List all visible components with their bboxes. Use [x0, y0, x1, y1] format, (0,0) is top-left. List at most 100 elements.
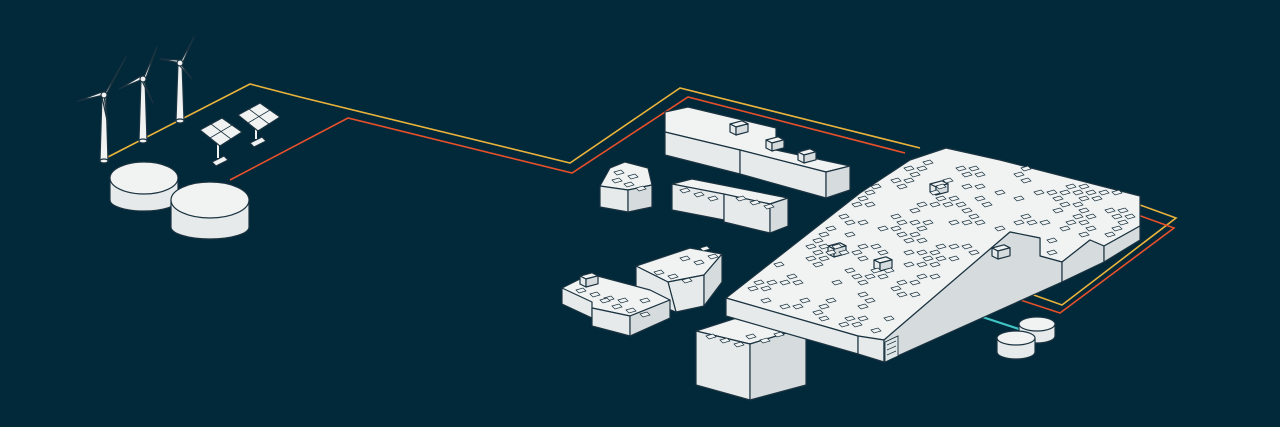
solar-panel	[909, 207, 921, 214]
solar-panel	[1111, 225, 1123, 232]
solar-panel	[681, 277, 693, 284]
solar-panel	[948, 255, 960, 262]
solar-tracker	[199, 117, 243, 167]
hvac-unit	[729, 120, 749, 136]
solar-panel	[857, 315, 869, 322]
rooftop-solar-panels	[747, 159, 1136, 334]
biogas-digester	[170, 181, 250, 240]
solar-panel	[805, 255, 817, 262]
solar-panel	[877, 249, 889, 256]
solar-panel	[994, 189, 1006, 196]
solar-panel	[1117, 219, 1129, 226]
solar-panel	[961, 183, 973, 190]
small-building	[599, 161, 653, 213]
solar-panel	[844, 315, 856, 322]
solar-panel	[864, 273, 876, 280]
solar-panel	[877, 273, 889, 280]
solar-panel	[766, 279, 778, 286]
solar-panel	[1013, 219, 1025, 226]
solar-panel	[831, 243, 843, 250]
storage-tank	[996, 330, 1036, 360]
solar-panel	[883, 267, 895, 274]
solar-panel	[896, 291, 908, 298]
solar-panel	[825, 249, 837, 256]
solar-panel	[818, 255, 830, 262]
solar-panel	[870, 267, 882, 274]
solar-panel	[981, 201, 993, 208]
solar-panel	[916, 261, 928, 268]
solar-panel	[699, 245, 711, 252]
solar-panel	[1046, 237, 1058, 244]
solar-panel	[909, 231, 921, 238]
solar-panel	[1046, 189, 1058, 196]
solar-panel	[903, 261, 915, 268]
solar-panel	[870, 183, 882, 190]
solar-panel	[707, 253, 719, 260]
solar-panel	[948, 243, 960, 250]
solar-panel	[1078, 231, 1090, 238]
solar-panel	[877, 225, 889, 232]
solar-panel	[903, 249, 915, 256]
solar-panel	[1072, 201, 1084, 208]
solar-panel	[1078, 207, 1090, 214]
solar-panel	[1020, 165, 1032, 172]
solar-panel	[961, 243, 973, 250]
solar-panel	[857, 195, 869, 202]
solar-panel	[974, 183, 986, 190]
solar-panel	[759, 337, 771, 344]
solar-panel	[968, 165, 980, 172]
solar-panel	[812, 237, 824, 244]
solar-panel	[916, 249, 928, 256]
solar-panel	[653, 269, 665, 276]
solar-panel	[870, 327, 882, 334]
solar-panel	[707, 195, 719, 202]
solar-panel	[942, 201, 954, 208]
solar-panel	[922, 159, 934, 166]
hvac-unit	[579, 272, 599, 288]
solar-panel	[903, 165, 915, 172]
solar-panel	[639, 311, 651, 318]
solar-panel	[1020, 213, 1032, 220]
solar-panel	[818, 315, 830, 322]
solar-panel	[1046, 249, 1058, 256]
solar-panel	[961, 207, 973, 214]
solar-panel	[805, 243, 817, 250]
solar-panel	[1065, 183, 1077, 190]
solar-panel	[968, 249, 980, 256]
solar-panel	[733, 341, 745, 348]
solar-panel	[896, 231, 908, 238]
solar-panel	[851, 273, 863, 280]
solar-panel	[627, 173, 639, 180]
solar-panel	[916, 273, 928, 280]
solar-panel	[623, 181, 635, 188]
solar-panel	[1072, 213, 1084, 220]
solar-panel	[935, 183, 947, 190]
solar-panel	[903, 177, 915, 184]
solar-panel	[909, 219, 921, 226]
solar-panel	[679, 187, 691, 194]
solar-panel	[857, 255, 869, 262]
solar-panel	[773, 331, 785, 338]
solar-panel	[857, 291, 869, 298]
solar-tracker	[237, 102, 281, 148]
solar-panel	[786, 273, 798, 280]
solar-panel	[760, 297, 772, 304]
solar-panel	[857, 279, 869, 286]
solar-panel	[617, 297, 629, 304]
solar-panel	[749, 199, 761, 206]
solar-panel	[1059, 201, 1071, 208]
solar-panel	[955, 201, 967, 208]
solar-panel	[735, 195, 747, 202]
solar-panel	[1117, 207, 1129, 214]
solar-panel	[1039, 219, 1051, 226]
solar-panel	[844, 219, 856, 226]
solar-panel	[916, 237, 928, 244]
solar-panel	[896, 183, 908, 190]
solar-panel	[929, 261, 941, 268]
solar-panel	[1072, 189, 1084, 196]
solar-panel	[909, 171, 921, 178]
solar-panel	[974, 219, 986, 226]
solar-panel	[864, 297, 876, 304]
solar-panel	[1085, 189, 1097, 196]
solar-panel	[599, 297, 611, 304]
